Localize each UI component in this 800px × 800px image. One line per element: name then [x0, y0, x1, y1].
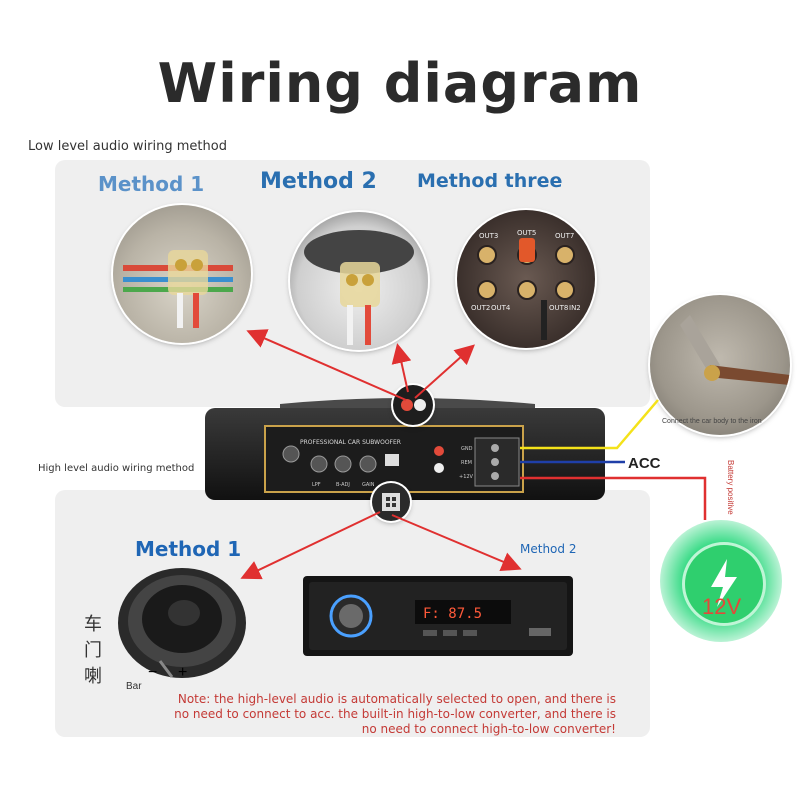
battery-glow — [660, 520, 782, 642]
rca-input-zoom — [393, 385, 433, 425]
ground-connection-photo — [650, 295, 790, 435]
battery-wire — [520, 476, 707, 520]
arrow-to-speaker — [240, 511, 381, 580]
arrow-to-method-2 — [391, 343, 412, 393]
subwoofer-amplifier: PROFESSIONAL CAR SUBWOOFER LPF B-ADJ GAI… — [205, 398, 605, 503]
door-speaker — [112, 565, 252, 685]
arrow-to-headunit — [391, 514, 522, 572]
headunit-display: F: 87.5 — [423, 606, 482, 622]
method-2-rca-splitter-photo — [290, 212, 428, 350]
arrow-to-method-1 — [246, 329, 407, 401]
speaker-label-cn-1: 车 — [84, 614, 102, 635]
knob-label-gain: GAIN — [362, 482, 375, 488]
low-level-section-label: Low level audio wiring method — [28, 139, 227, 154]
rca-label-out5: OUT5 — [517, 229, 536, 237]
note-text: Note: the high-level audio is automatica… — [174, 692, 616, 736]
speaker-label-cn-3: 喇 — [84, 666, 102, 687]
method-1-rca-splitter-photo — [113, 205, 251, 343]
method-3-rca-outputs-photo: OUT3 OUT5 OUT7 OUT2 OUT4 OUT8 IN2 — [457, 210, 595, 348]
rca-label-in2: IN2 — [569, 304, 581, 312]
page-title: Wiring diagram — [157, 52, 643, 115]
ground-label: Connect the car body to the iron — [662, 418, 762, 425]
ground-wire — [520, 399, 659, 450]
speaker-minus-label: − — [148, 664, 158, 681]
terminal-label-gnd: GND — [461, 446, 473, 452]
knob-label-badj: B-ADJ — [336, 482, 350, 488]
arrow-to-method-3 — [414, 344, 475, 399]
lightning-icon — [711, 559, 737, 607]
low-method-2-label: Method 2 — [260, 169, 377, 194]
acc-label: ACC — [628, 455, 661, 472]
battery-positive-label: Battery positive — [726, 460, 735, 515]
voltage-label: 12V — [702, 594, 742, 619]
speaker-plus-label: + — [178, 664, 188, 681]
low-method-3-label: Method three — [417, 170, 563, 192]
high-level-section-label: High level audio wiring method — [38, 463, 195, 474]
head-unit: F: 87.5 — [303, 576, 573, 656]
speaker-label-cn-2: 门 — [84, 640, 102, 661]
terminal-label-rem: REM — [461, 460, 472, 466]
low-method-1-label: Method 1 — [98, 172, 205, 196]
high-method-2-label: Method 2 — [520, 542, 577, 556]
knob-label-lpf: LPF — [312, 482, 321, 488]
rca-label-out8: OUT8 — [549, 304, 568, 312]
high-method-1-label: Method 1 — [135, 537, 242, 561]
rca-label-out4: OUT4 — [491, 304, 511, 312]
terminal-label-12v: +12V — [459, 474, 474, 480]
battery-icon-circle — [682, 542, 766, 626]
rca-label-out7: OUT7 — [555, 232, 574, 240]
rca-label-out3: OUT3 — [479, 232, 498, 240]
high-level-input-zoom — [372, 483, 410, 521]
speaker-bar-label: Bar — [126, 681, 142, 692]
rca-label-out2: OUT2 — [471, 304, 490, 312]
amp-panel-header: PROFESSIONAL CAR SUBWOOFER — [300, 439, 401, 446]
